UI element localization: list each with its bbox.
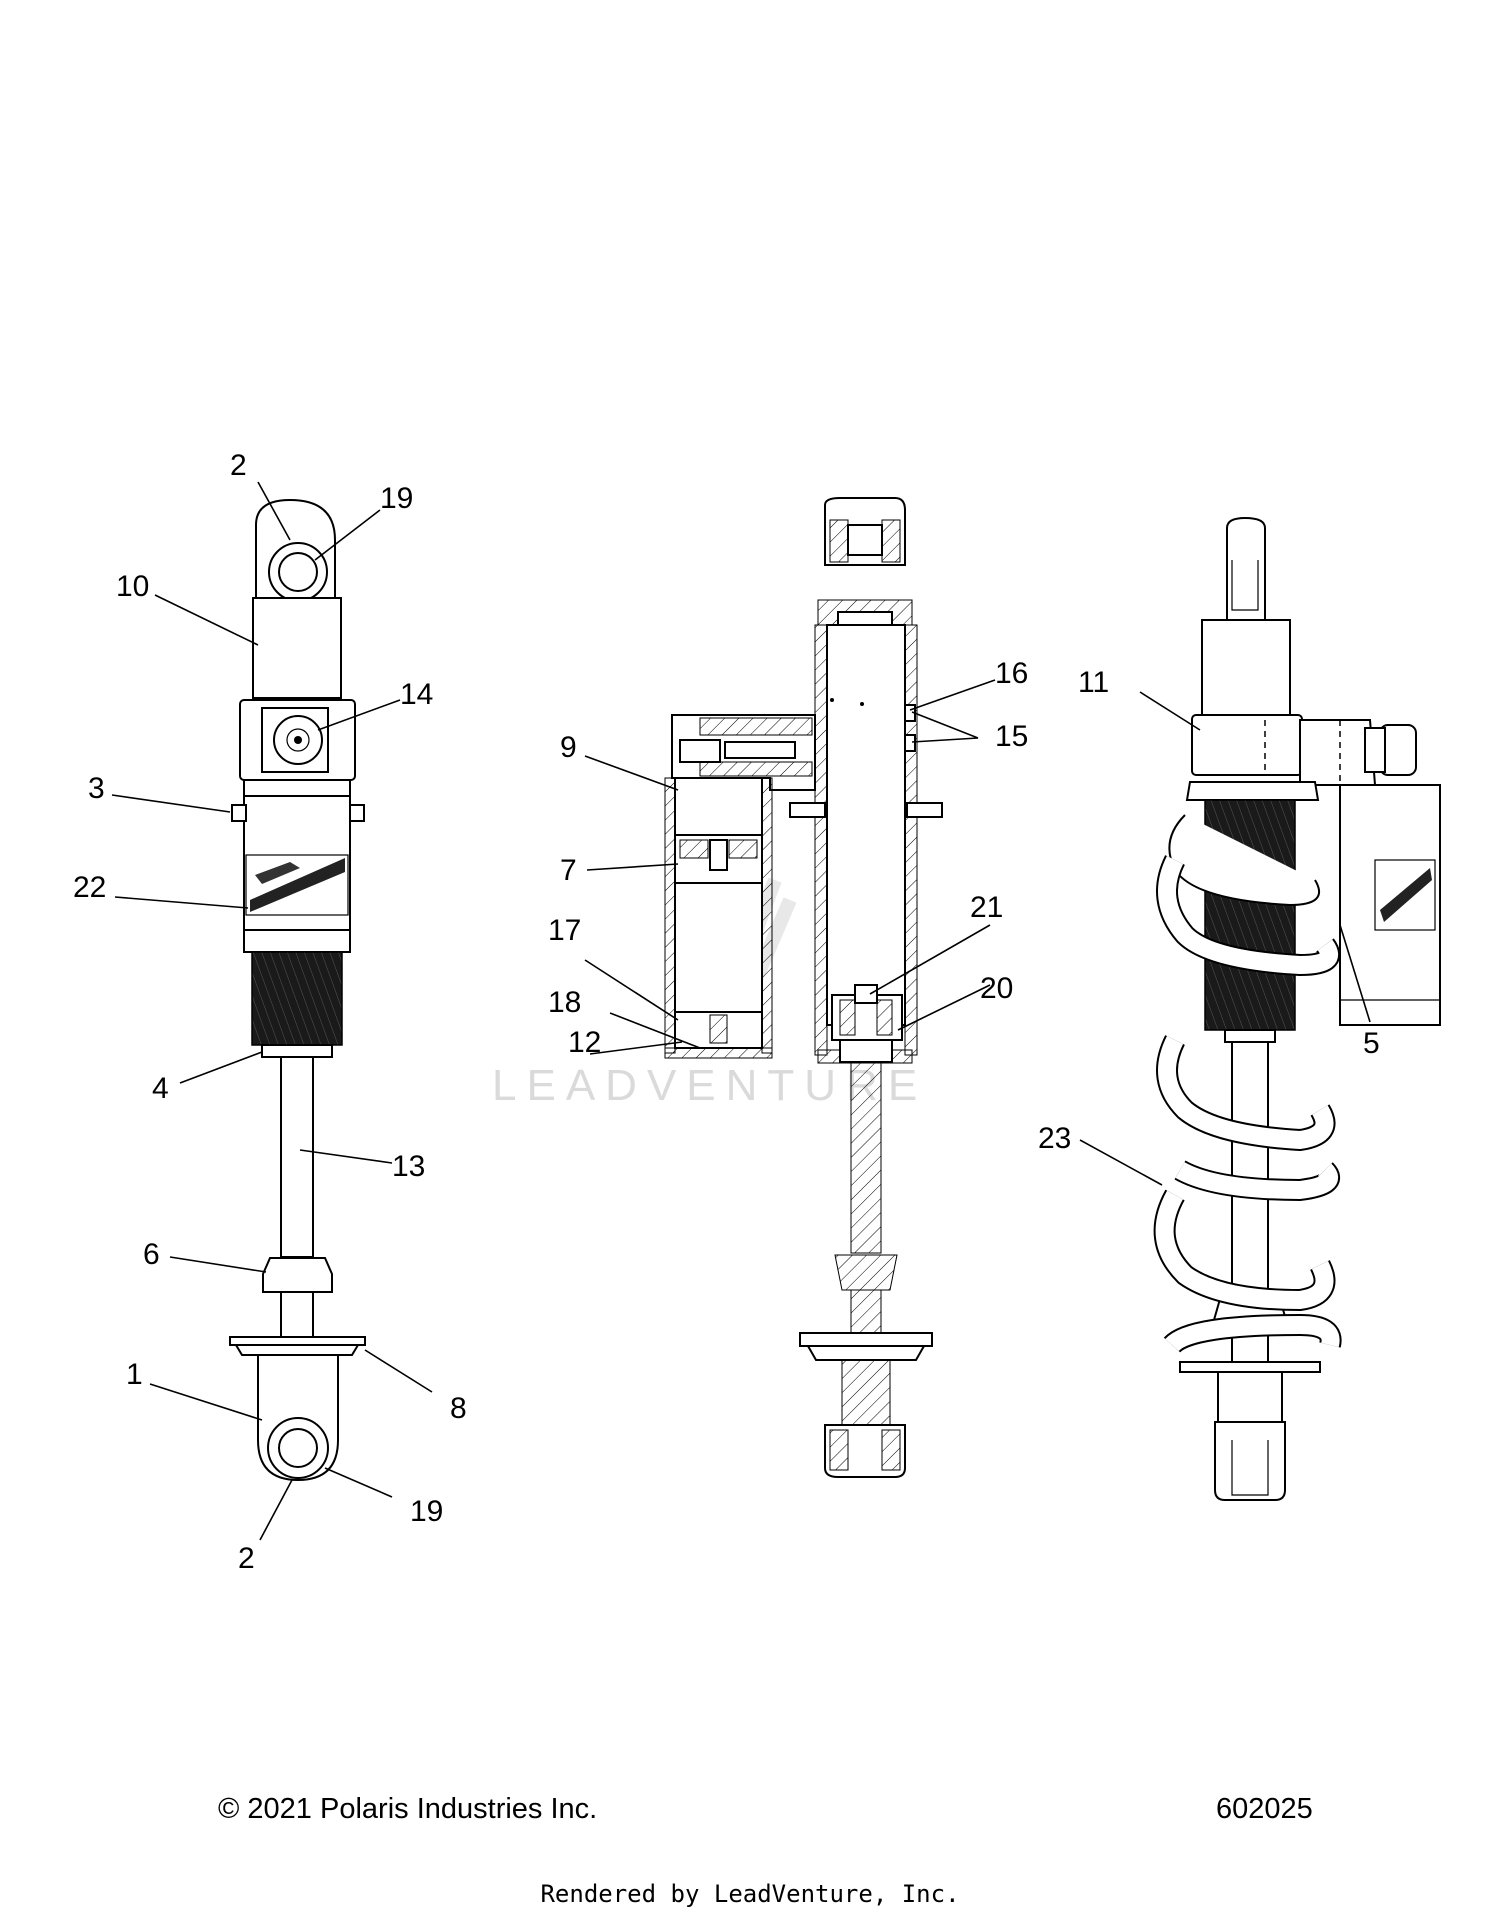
callout-4: 4	[152, 1072, 169, 1105]
callout-17: 17	[548, 914, 581, 947]
callout-16: 16	[995, 657, 1028, 690]
callout-9: 9	[560, 731, 577, 764]
callout-18: 18	[548, 986, 581, 1019]
callout-8: 8	[450, 1392, 467, 1425]
callout-labels: 2 19 10 14 3 22 4 13 6 1 8 19 2 9 7 17 1…	[73, 449, 1380, 1575]
callout-5: 5	[1363, 1027, 1380, 1060]
callout-22: 22	[73, 871, 106, 904]
velocity-decal	[245, 854, 349, 916]
callout-20: 20	[980, 972, 1013, 1005]
callout-23: 23	[1038, 1122, 1071, 1155]
callout-15: 15	[995, 720, 1028, 753]
right-shock-spring-view	[1153, 516, 1441, 1501]
callout-12: 12	[568, 1026, 601, 1059]
callout-3: 3	[88, 772, 105, 805]
callout-11: 11	[1078, 666, 1109, 699]
leader-lines	[111, 481, 1371, 1541]
callout-13: 13	[392, 1150, 425, 1183]
callout-2-bottom: 2	[238, 1542, 255, 1575]
callout-14: 14	[400, 678, 433, 711]
diagram-number: 602025	[1216, 1793, 1313, 1825]
coil-spring	[1153, 814, 1342, 1354]
callout-7: 7	[560, 854, 577, 887]
watermark-text: LEADVENTURE	[492, 1061, 927, 1110]
callout-1: 1	[126, 1358, 143, 1391]
reservoir-decal	[1374, 859, 1436, 931]
callout-21: 21	[970, 891, 1003, 924]
callout-19-top: 19	[380, 482, 413, 515]
left-shock-external-view	[229, 498, 366, 1482]
center-shock-section-view	[664, 497, 943, 1478]
copyright-text: © 2021 Polaris Industries Inc.	[218, 1793, 598, 1825]
callout-6: 6	[143, 1238, 160, 1271]
callout-10: 10	[116, 570, 149, 603]
rendered-by-text: Rendered by LeadVenture, Inc.	[540, 1880, 960, 1908]
callout-2-top: 2	[230, 449, 247, 482]
callout-19-bottom: 19	[410, 1495, 443, 1528]
